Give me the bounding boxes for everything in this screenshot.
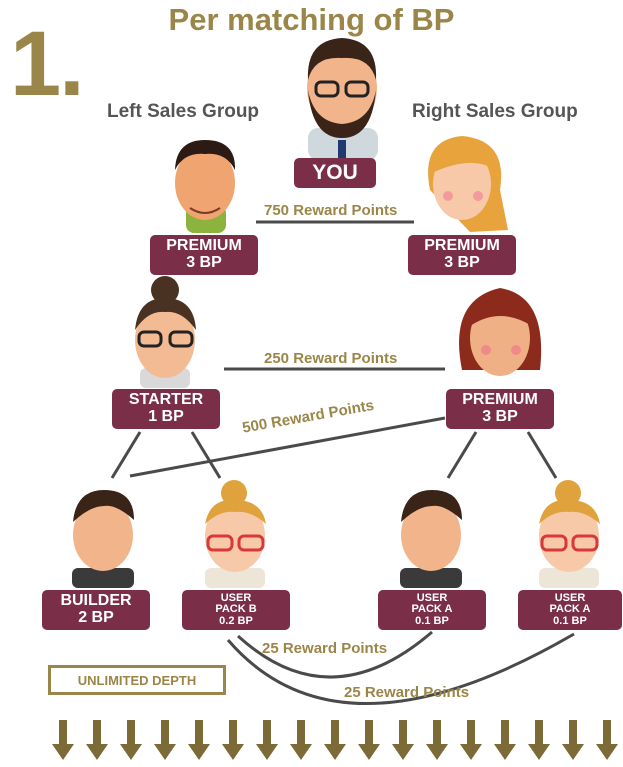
down-arrow-icon xyxy=(290,720,312,760)
you-badge: YOU xyxy=(294,158,376,188)
badge-level1-left: PREMIUM 3 BP xyxy=(150,235,258,275)
down-arrow-icon xyxy=(52,720,74,760)
badge-builder: BUILDER 2 BP xyxy=(42,590,150,630)
badge-user-pack-a-1: USER PACK A 0.1 BP xyxy=(378,590,486,630)
down-arrow-icon xyxy=(120,720,142,760)
badge-bp: 2 BP xyxy=(78,609,114,626)
badge-bp: 1 BP xyxy=(148,408,184,425)
down-arrow-icon xyxy=(494,720,516,760)
curve-25-outer xyxy=(226,632,575,705)
you-label: YOU xyxy=(312,160,358,184)
down-arrow-icon xyxy=(86,720,108,760)
down-arrow-icon xyxy=(426,720,448,760)
badge-bp: 0.1 BP xyxy=(415,614,449,627)
badge-name-line2: PACK B xyxy=(215,603,257,616)
left-group-label: Left Sales Group xyxy=(107,101,260,122)
badge-name-line2: PACK A xyxy=(549,603,591,616)
avatar-builder xyxy=(72,490,134,588)
down-arrow-icon xyxy=(154,720,176,760)
badge-name: PREMIUM xyxy=(462,391,538,409)
badge-bp: 0.2 BP xyxy=(219,614,253,627)
page-title: Per matching of BP xyxy=(168,2,455,37)
reward-250-label: 250 Reward Points xyxy=(264,350,398,367)
step-number: 1. xyxy=(10,13,85,115)
badge-name: STARTER xyxy=(128,391,204,409)
badge-name-line1: USER xyxy=(220,591,252,604)
badge-user-pack-a-2: USER PACK A 0.1 BP xyxy=(518,590,622,630)
down-arrow-icon xyxy=(188,720,210,760)
badge-level2-right: PREMIUM 3 BP xyxy=(446,389,554,429)
down-arrow-icon xyxy=(256,720,278,760)
badge-user-pack-b: USER PACK B 0.2 BP xyxy=(182,590,290,630)
down-arrow-icon xyxy=(596,720,618,760)
branch-starter-userb xyxy=(190,431,222,479)
branch-starter-builder xyxy=(110,431,142,479)
connector-500 xyxy=(129,416,446,478)
unlimited-depth-box: UNLIMITED DEPTH xyxy=(48,665,226,695)
reward-25-outer-label: 25 Reward Points xyxy=(344,684,470,701)
avatar-user-pack-b xyxy=(205,480,266,588)
reward-750-label: 750 Reward Points xyxy=(264,202,398,219)
down-arrow-icon xyxy=(222,720,244,760)
reward-25-inner-label: 25 Reward Points xyxy=(262,640,388,657)
avatar-level2-right xyxy=(459,288,542,376)
right-group-label: Right Sales Group xyxy=(412,101,578,122)
down-arrow-icon xyxy=(358,720,380,760)
down-arrow-icon xyxy=(528,720,550,760)
badge-name: PREMIUM xyxy=(424,237,500,255)
badge-bp: 3 BP xyxy=(186,254,222,271)
down-arrow-icon xyxy=(392,720,414,760)
badge-bp: 0.1 BP xyxy=(553,614,587,627)
avatar-user-pack-a-1 xyxy=(400,490,462,588)
down-arrow-icon xyxy=(324,720,346,760)
badge-bp: 3 BP xyxy=(482,408,518,425)
badge-bp: 3 BP xyxy=(444,254,480,271)
avatar-you xyxy=(307,38,378,164)
branch-premium-usera2 xyxy=(526,431,558,479)
badge-name: PREMIUM xyxy=(166,237,242,255)
avatar-level2-left xyxy=(135,276,196,388)
avatar-level1-left xyxy=(175,140,236,233)
badge-name-line1: USER xyxy=(554,591,586,604)
badge-name: BUILDER xyxy=(60,592,132,610)
curve-25-inner xyxy=(236,630,433,679)
avatar-user-pack-a-2 xyxy=(539,480,600,588)
badge-level1-right: PREMIUM 3 BP xyxy=(408,235,516,275)
branch-premium-usera1 xyxy=(446,431,478,479)
badge-level2-left: STARTER 1 BP xyxy=(112,389,220,429)
badge-name-line1: USER xyxy=(416,591,448,604)
avatar-level1-right xyxy=(428,136,508,232)
badge-name-line2: PACK A xyxy=(411,603,453,616)
down-arrow-icon xyxy=(460,720,482,760)
down-arrow-icon xyxy=(562,720,584,760)
